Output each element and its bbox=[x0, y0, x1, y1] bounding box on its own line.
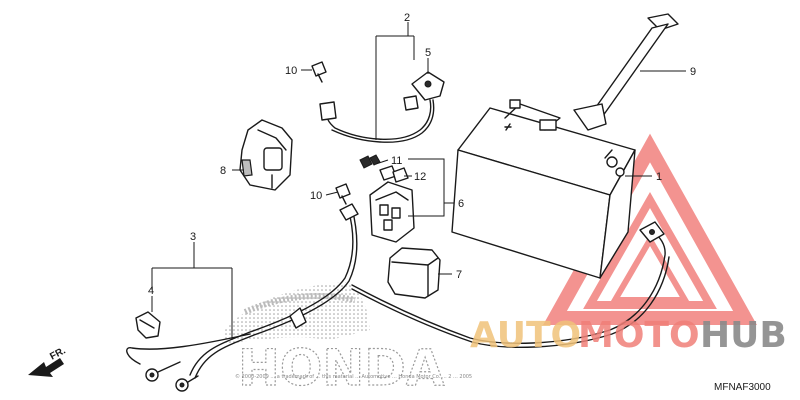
leader-lines bbox=[151, 22, 686, 340]
battery-strap bbox=[573, 13, 679, 131]
terminal-cap bbox=[135, 311, 161, 339]
callout-5: 5 bbox=[425, 47, 431, 59]
bolt-lower bbox=[335, 183, 351, 205]
bolt-upper bbox=[311, 61, 327, 83]
battery bbox=[451, 99, 636, 279]
relay-cover bbox=[239, 119, 293, 191]
callout-4: 4 bbox=[148, 285, 154, 297]
watermark-hub: HUB bbox=[700, 315, 787, 356]
callout-7: 7 bbox=[456, 269, 462, 281]
honda-wing-emblem: HONDA © 2000-2009 ... a trademark of ...… bbox=[225, 282, 472, 398]
front-direction-arrow: FR. bbox=[28, 345, 68, 377]
watermark-auto: AUTO bbox=[470, 315, 581, 356]
callout-8: 8 bbox=[220, 165, 226, 177]
copyright-text: © 2000-2009 ... a trademark of ... this … bbox=[235, 373, 472, 380]
callout-labels: 1 2 3 4 5 6 7 8 9 10 10 11 12 bbox=[148, 12, 696, 297]
battery-cable-upper bbox=[319, 71, 445, 143]
callout-2: 2 bbox=[404, 12, 410, 24]
brand-text: HONDA bbox=[238, 339, 445, 397]
callout-9: 9 bbox=[690, 66, 696, 78]
battery-cable-harness bbox=[126, 203, 670, 392]
callout-11: 11 bbox=[391, 155, 402, 167]
callout-10-upper: 10 bbox=[285, 65, 297, 77]
callout-10-lower: 10 bbox=[310, 190, 322, 202]
callout-6: 6 bbox=[458, 198, 464, 210]
callout-3: 3 bbox=[190, 231, 196, 243]
callout-12: 12 bbox=[414, 171, 426, 183]
watermark-moto: MOTO bbox=[578, 315, 700, 356]
fuse-relay bbox=[359, 154, 415, 243]
diagram-code: MFNAF3000 bbox=[714, 382, 771, 393]
relay-case bbox=[387, 247, 441, 299]
callout-1: 1 bbox=[656, 171, 662, 183]
front-label: FR. bbox=[48, 345, 68, 362]
watermark-text: AUTO MOTO HUB bbox=[470, 315, 787, 356]
